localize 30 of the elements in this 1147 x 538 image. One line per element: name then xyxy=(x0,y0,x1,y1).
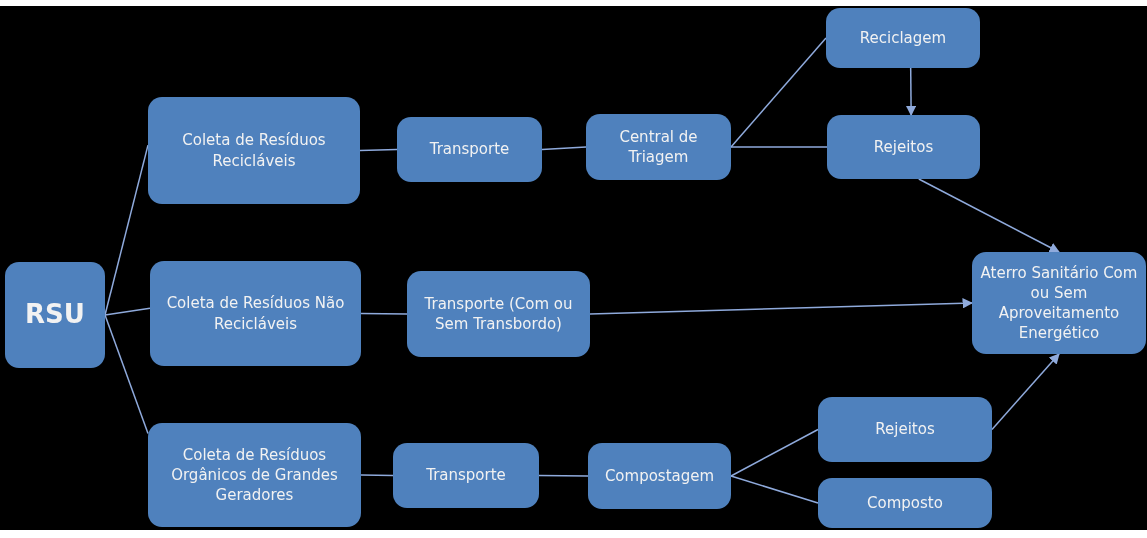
connector-line xyxy=(730,146,828,148)
connector-line xyxy=(359,148,398,152)
connector-line xyxy=(730,475,819,504)
process-box: Transporte xyxy=(393,443,539,508)
process-box: Rejeitos xyxy=(827,115,980,179)
connector-line xyxy=(360,312,408,315)
arrow xyxy=(991,353,1060,431)
arrow xyxy=(918,178,1060,253)
connector-line xyxy=(538,474,589,477)
process-box: Transporte xyxy=(397,117,542,182)
process-box: Coleta de Resíduos Orgânicos de Grandes Geradores xyxy=(148,423,361,527)
arrow xyxy=(589,298,974,315)
connector-line xyxy=(104,144,149,316)
process-box: Compostagem xyxy=(588,443,731,509)
process-box: Aterro Sanitário Com ou Sem Aproveitamento Energético xyxy=(972,252,1146,354)
connector-line xyxy=(104,307,151,316)
connector-line xyxy=(360,474,394,477)
connector-line xyxy=(541,146,587,151)
process-box: Transporte (Com ou Sem Transbordo) xyxy=(407,271,590,357)
connector-line xyxy=(730,37,827,148)
process-box: Reciclagem xyxy=(826,8,980,68)
arrow xyxy=(905,67,917,117)
connector-line xyxy=(730,428,819,477)
process-box: Coleta de Resíduos Recicláveis xyxy=(148,97,360,204)
process-box: RSU xyxy=(5,262,105,368)
process-box: Central de Triagem xyxy=(586,114,731,180)
process-box: Coleta de Resíduos Não Recicláveis xyxy=(150,261,361,366)
connector-line xyxy=(104,314,149,435)
process-box: Composto xyxy=(818,478,992,528)
process-box: Rejeitos xyxy=(818,397,992,462)
